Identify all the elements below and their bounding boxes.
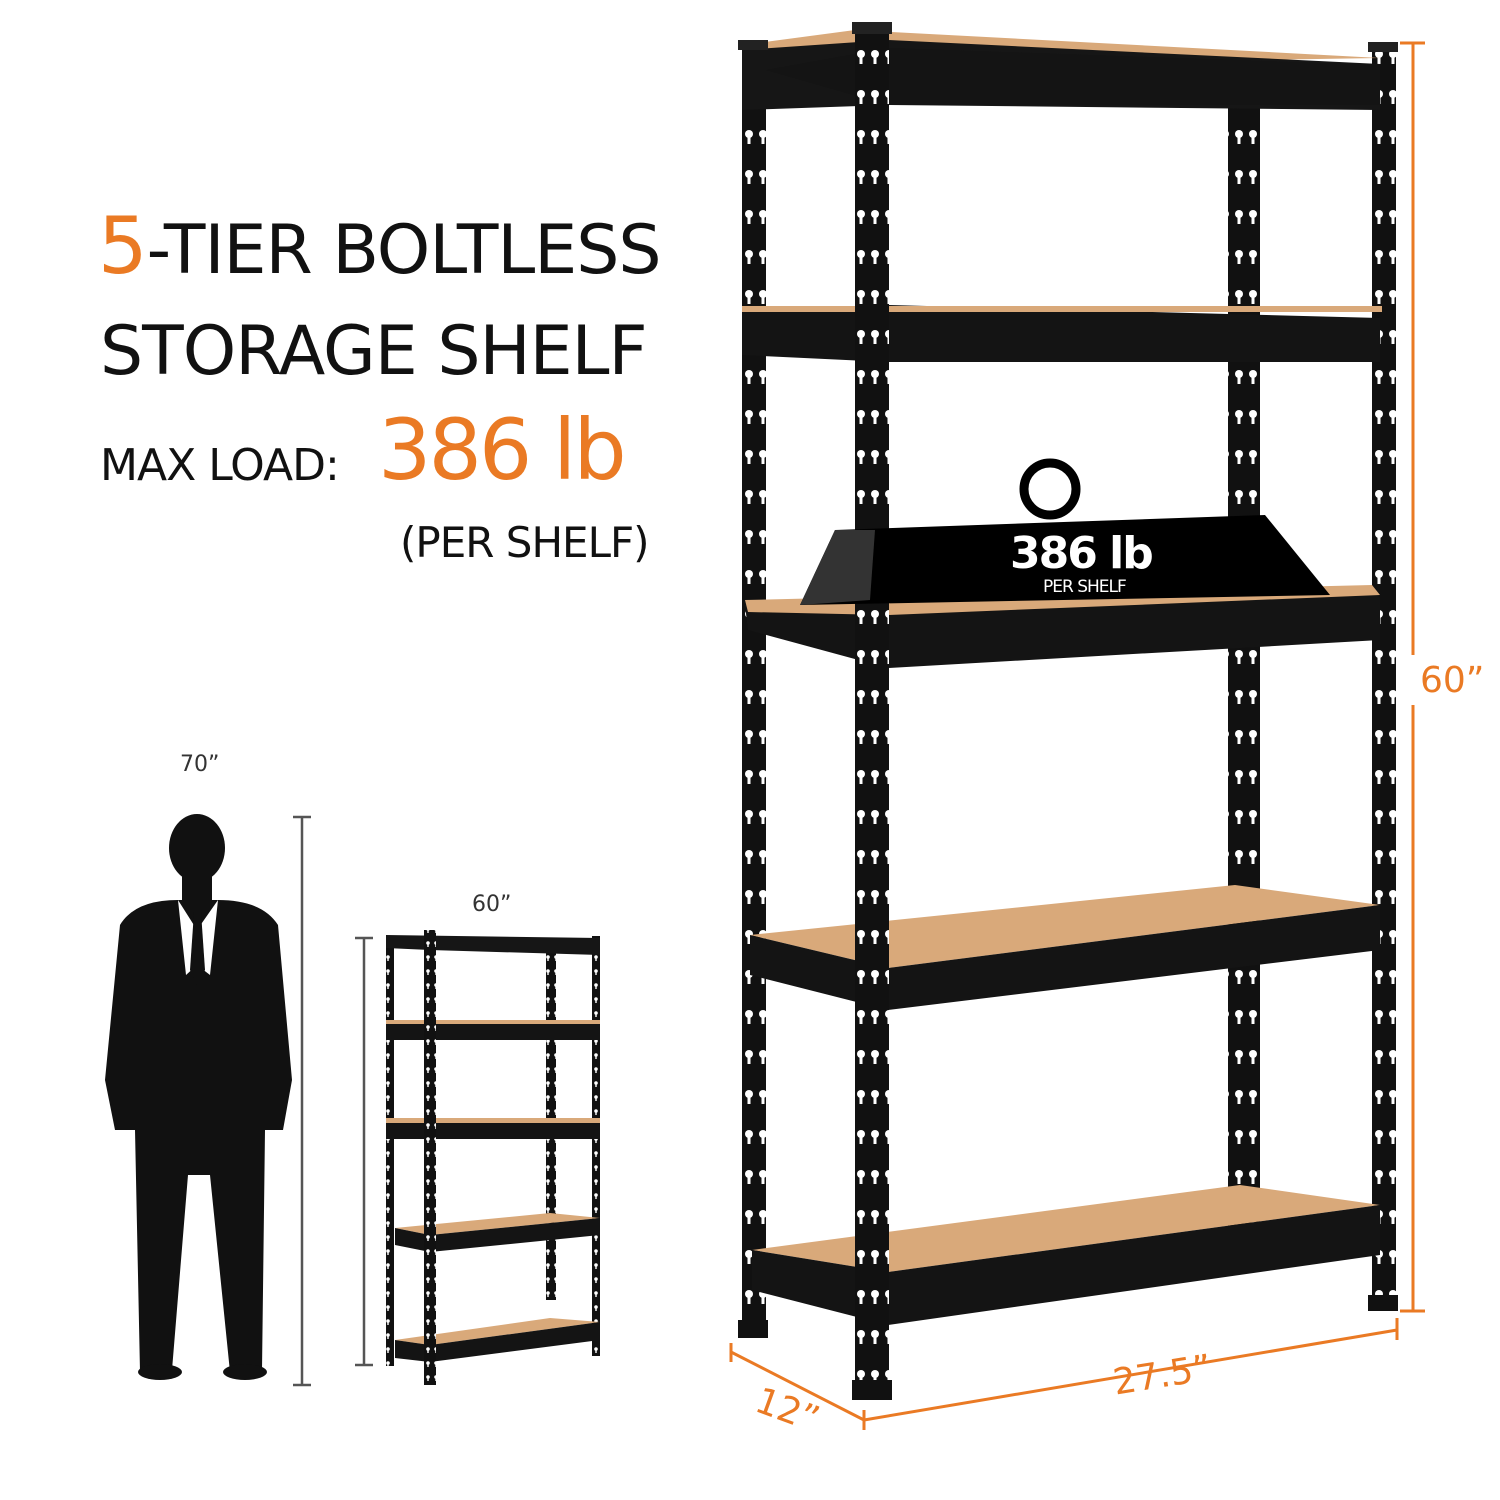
small-shelf-unit <box>386 930 600 1385</box>
person-height-label: 70” <box>180 752 220 777</box>
headline-line-2: STORAGE SHELF <box>100 312 648 391</box>
person-silhouette-icon <box>105 814 292 1380</box>
height-dimension-line <box>1400 41 1425 1313</box>
front-right-upright <box>1372 45 1396 1310</box>
height-label: 60” <box>1420 660 1485 701</box>
person-height-line <box>293 815 311 1387</box>
max-load-label: MAX LOAD: <box>100 440 340 491</box>
back-left-upright <box>742 45 766 1335</box>
headline-line-1-rest: -TIER BOLTLESS <box>146 211 662 290</box>
large-shelf-unit <box>738 22 1398 1400</box>
weight-badge-sub: PER SHELF <box>1043 577 1127 597</box>
base-dimension-lines <box>729 1318 1399 1430</box>
back-right-upright <box>1228 100 1260 1250</box>
small-shelf-height-label: 60” <box>472 892 512 917</box>
weight-icon <box>800 458 1330 605</box>
max-load-qualifier: (PER SHELF) <box>400 518 650 567</box>
small-shelf-height-line <box>355 936 373 1367</box>
front-left-upright <box>855 30 889 1400</box>
max-load-value: 386 lb <box>378 401 627 499</box>
headline-line-1: 5-TIER BOLTLESS <box>98 208 662 286</box>
tier-count: 5 <box>98 202 148 292</box>
weight-badge-value: 386 lb <box>1010 528 1154 579</box>
